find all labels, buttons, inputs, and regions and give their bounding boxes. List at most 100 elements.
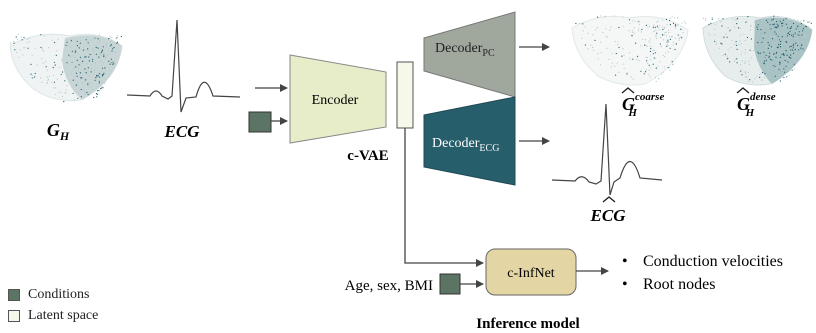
point-cloud-dot [622,48,624,50]
point-cloud-dot [24,47,26,49]
point-cloud-dot [784,27,787,29]
point-cloud-dot [111,50,113,52]
point-cloud-dot [787,61,789,63]
point-cloud-dot [45,60,47,63]
point-cloud-dot [656,32,658,34]
point-cloud-dot [714,24,717,26]
point-cloud-dot [766,58,768,60]
point-cloud-dot [117,43,119,45]
point-cloud-dot [786,43,788,45]
point-cloud-dot [739,27,741,29]
point-cloud-dot [95,46,97,49]
point-cloud-dot [106,54,108,56]
point-cloud-dot [780,70,782,72]
point-cloud-dot [23,36,25,39]
point-cloud-dot [792,24,795,26]
point-cloud-dot [779,43,782,46]
decoder-pc-label: DecoderPC [435,41,495,59]
point-cloud-dot [785,65,787,67]
point-cloud-dot [776,47,779,49]
point-cloud-dot [46,82,48,84]
point-cloud-dot [736,58,738,60]
point-cloud-dot [56,79,58,81]
point-cloud-dot [766,56,768,58]
point-cloud-dot [791,46,793,49]
point-cloud-dot [88,56,90,58]
point-cloud-dot [84,80,86,82]
point-cloud-dot [708,23,710,26]
point-cloud-dot [662,28,664,31]
point-cloud-dot [109,41,111,43]
point-cloud-dot [784,71,786,73]
point-cloud-dot [767,21,769,23]
point-cloud-dot [730,47,732,49]
point-cloud-dot [727,57,729,60]
point-cloud-dot [662,19,664,21]
point-cloud-dot [650,67,652,69]
point-cloud-dot [745,71,747,73]
heart-input-label: GH [47,120,70,143]
point-cloud-dot [777,59,779,62]
point-cloud-dot [93,53,95,55]
point-cloud-dot [718,47,721,49]
point-cloud-dot [785,50,787,52]
point-cloud-dot [662,39,665,41]
point-cloud-dot [800,20,802,22]
point-cloud-dot [101,50,103,52]
point-cloud-dot [103,81,105,83]
point-cloud-dot [665,52,667,54]
point-cloud-dot [790,45,792,48]
decoder-ecg-block [423,96,516,186]
point-cloud-dot [103,62,105,64]
point-cloud-dot [724,53,726,55]
point-cloud-dot [765,49,767,51]
point-cloud-dot [98,89,100,92]
point-cloud-dot [768,44,770,46]
point-cloud-dot [76,75,78,77]
point-cloud-dot [64,80,66,82]
point-cloud-dot [774,65,776,67]
point-cloud-dot [591,46,594,49]
point-cloud-dot [93,50,95,52]
point-cloud-dot [672,22,675,24]
point-cloud-dot [666,24,668,26]
point-cloud-dot [748,63,750,65]
point-cloud-dot [782,54,785,56]
point-cloud-dot [80,58,82,60]
point-cloud-dot [777,24,779,26]
point-cloud-dot [34,47,36,49]
point-cloud-dot [761,41,763,43]
point-cloud-dot [97,47,99,49]
point-cloud-dot [781,36,783,38]
point-cloud-dot [13,40,15,43]
point-cloud-dot [774,36,777,38]
point-cloud-dot [750,24,752,26]
point-cloud-dot [760,73,762,75]
point-cloud-dot [776,30,778,32]
point-cloud-dot [66,45,68,47]
point-cloud-dot [603,16,606,18]
point-cloud-dot [26,38,28,40]
point-cloud-dot [87,70,89,72]
point-cloud-dot [766,66,768,68]
point-cloud-dot [739,34,742,36]
point-cloud-dot [78,64,80,66]
point-cloud-dot [766,67,768,69]
point-cloud-dot [649,76,651,78]
condition-square-inference [439,273,461,295]
point-cloud-dot [663,66,665,68]
hat-dense [736,87,750,94]
point-cloud-dot [100,87,103,89]
point-cloud-dot [105,70,107,72]
point-cloud-dot [101,49,104,51]
point-cloud-dot [808,21,810,24]
point-cloud-dot [736,19,738,21]
point-cloud-dot [662,71,664,73]
point-cloud-dot [645,45,647,47]
point-cloud-dot [667,67,669,69]
point-cloud-dot [779,56,782,59]
point-cloud-dot [17,33,20,35]
point-cloud-dot [13,45,15,47]
cvae-caption: c-VAE [347,148,388,164]
point-cloud-dot [792,27,794,29]
